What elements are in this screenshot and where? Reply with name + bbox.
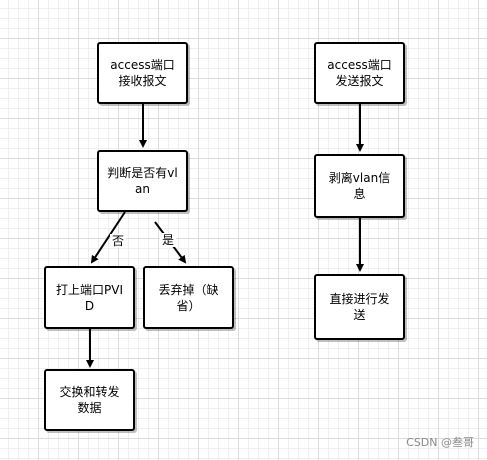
node-strip-vlan: 剥离vlan信息 xyxy=(314,154,405,218)
node-check-vlan-label: 判断是否有vlan xyxy=(107,166,178,196)
node-switch-forward: 交换和转发数据 xyxy=(44,369,135,431)
node-drop: 丢弃掉（缺省） xyxy=(143,266,234,329)
node-tag-pvid: 打上端口PVID xyxy=(44,266,135,329)
node-send-direct-label: 直接进行发送 xyxy=(329,292,390,322)
node-drop-label: 丢弃掉（缺省） xyxy=(158,282,219,313)
node-strip-vlan-label: 剥离vlan信息 xyxy=(328,171,391,201)
edge-label-no: 否 xyxy=(110,234,127,248)
node-access-send-label: access端口发送报文 xyxy=(327,58,392,88)
edge-label-yes: 是 xyxy=(160,233,177,247)
node-send-direct: 直接进行发送 xyxy=(314,274,405,340)
node-access-receive: access端口接收报文 xyxy=(97,42,188,104)
watermark: CSDN @叁哥 xyxy=(406,436,474,449)
node-access-receive-label: access端口接收报文 xyxy=(110,58,175,88)
node-switch-forward-label: 交换和转发数据 xyxy=(59,385,120,415)
node-check-vlan: 判断是否有vlan xyxy=(97,150,188,212)
node-tag-pvid-label: 打上端口PVID xyxy=(56,282,123,313)
node-access-send: access端口发送报文 xyxy=(314,42,405,104)
arrow-check-to-pvid xyxy=(90,211,126,264)
